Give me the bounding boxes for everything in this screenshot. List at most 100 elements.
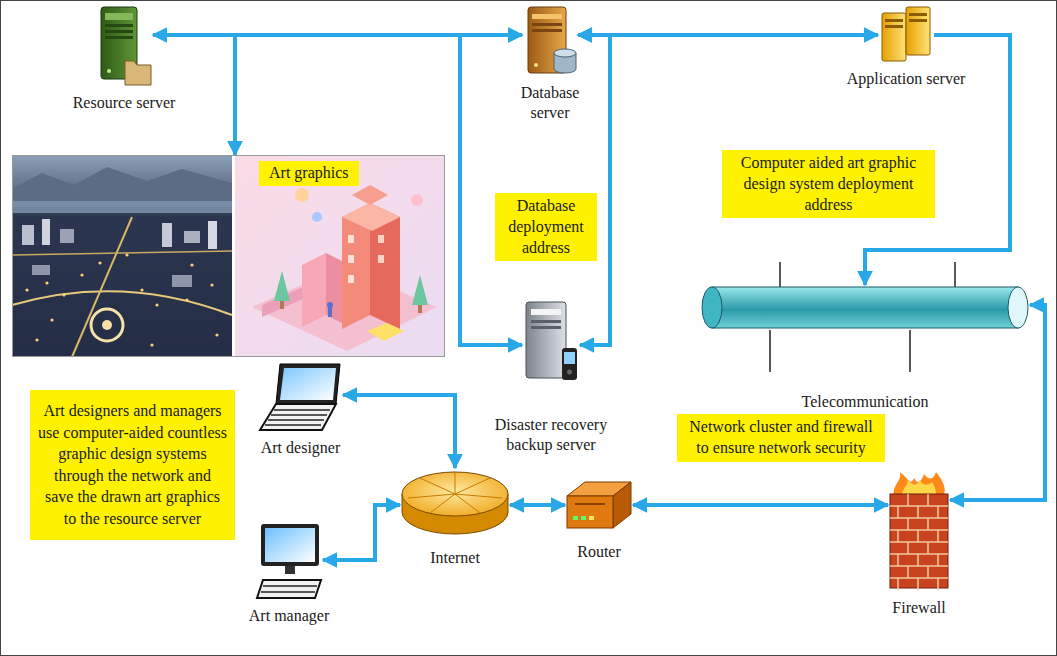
connector-line [323, 505, 400, 560]
drawn-circle [150, 343, 153, 346]
drawn-line [917, 530, 919, 542]
node-label: Firewall [869, 598, 969, 618]
drawn-rect [532, 23, 562, 26]
drawn-line [907, 494, 909, 506]
drawn-rect [378, 255, 384, 263]
server-node: Disaster recovery backup server [522, 300, 580, 385]
drawn-line [937, 530, 939, 542]
drawn-rect [589, 516, 594, 520]
drawn-rect [532, 14, 562, 19]
telecom-bus-icon [700, 285, 1030, 330]
drawn-circle [411, 194, 423, 206]
drawn-line [917, 554, 919, 566]
network-icon [400, 468, 510, 540]
drawn-line [769, 330, 771, 372]
firewall-icon [888, 470, 950, 590]
server-icon [878, 5, 934, 63]
drawn-path [12, 291, 232, 315]
drawn-polygon [342, 203, 400, 231]
drawn-rect [162, 223, 172, 247]
drawn-rect [280, 301, 284, 309]
drawn-polygon [302, 253, 326, 327]
firewall-node: Firewall [888, 470, 950, 590]
callout-note: Computer aided art graphic design system… [722, 150, 935, 218]
drawn-polygon [276, 364, 340, 404]
drawn-line [263, 585, 317, 587]
drawn-rect [531, 326, 561, 329]
drawn-rect [882, 13, 906, 61]
drawn-rect [12, 201, 232, 215]
drawn-circle [107, 69, 111, 73]
callout-note: Network cluster and firewall to ensure n… [677, 414, 885, 462]
drawn-polygon [274, 271, 290, 301]
drawn-rect [60, 229, 74, 243]
drawn-line [455, 478, 490, 494]
drawn-rect [885, 19, 903, 22]
connector-line [950, 305, 1045, 500]
server-node: Database server [522, 5, 578, 77]
drawn-rect [184, 231, 200, 243]
drawn-g [25, 253, 218, 346]
drawn-circle [98, 261, 101, 264]
drawn-line [927, 542, 929, 554]
database-icon [522, 5, 578, 77]
backup-server-icon [522, 300, 580, 385]
server-node: Application server [878, 5, 934, 63]
drawn-rect [567, 496, 613, 528]
drawn-line [927, 518, 929, 530]
drawn-path [894, 472, 945, 496]
node-label: Resource server [49, 93, 199, 113]
client-node: Art manager [255, 522, 323, 600]
drawn-circle [80, 273, 83, 276]
client-node: Art designer [258, 362, 343, 432]
panel-title: Art graphics [259, 161, 359, 186]
drawn-line [455, 472, 456, 494]
drawn-line [261, 591, 315, 593]
drawn-circle [215, 333, 218, 336]
telecom-node: Telecommunication [700, 285, 1030, 330]
server-icon [95, 5, 153, 87]
drawn-g [408, 472, 502, 513]
drawn-rect [105, 30, 133, 33]
connector-line [460, 35, 522, 345]
drawn-circle [567, 370, 572, 375]
connector-line [578, 35, 610, 345]
drawn-ellipse [1008, 287, 1028, 328]
drawn-rect [909, 19, 927, 22]
drawn-polygon [352, 185, 388, 205]
drawn-line [937, 554, 939, 566]
drawn-line [430, 494, 455, 513]
drawn-ellipse [554, 49, 576, 57]
drawn-circle [45, 281, 48, 284]
drawn-polygon [260, 404, 336, 430]
drawn-line [575, 503, 605, 505]
drawn-rect [235, 155, 445, 357]
drawn-rect [531, 320, 561, 323]
drawn-line [907, 542, 909, 554]
drawn-rect [265, 528, 315, 562]
drawn-line [455, 494, 502, 498]
callout-note: Database deployment address [495, 193, 597, 261]
network-node: Internet [400, 468, 510, 540]
drawn-line [917, 578, 919, 590]
drawn-line [954, 262, 956, 287]
drawn-line [897, 578, 899, 590]
drawn-rect [32, 265, 50, 275]
drawn-line [907, 518, 909, 530]
drawn-line [937, 578, 939, 590]
graphics-panel: Art graphics [12, 155, 445, 357]
drawn-polygon [326, 253, 342, 323]
connector-line [343, 395, 455, 468]
drawn-rect [348, 235, 354, 243]
drawn-rect [105, 13, 133, 20]
drawn-circle [125, 253, 128, 256]
drawn-circle [185, 298, 188, 301]
drawn-ellipse [402, 472, 508, 516]
drawn-polygon [280, 368, 336, 400]
drawn-line [408, 494, 455, 498]
drawn-circle [62, 293, 65, 296]
drawn-line [455, 494, 480, 513]
drawn-path [72, 217, 132, 357]
laptop-icon [258, 362, 343, 432]
drawn-rect [261, 524, 319, 566]
